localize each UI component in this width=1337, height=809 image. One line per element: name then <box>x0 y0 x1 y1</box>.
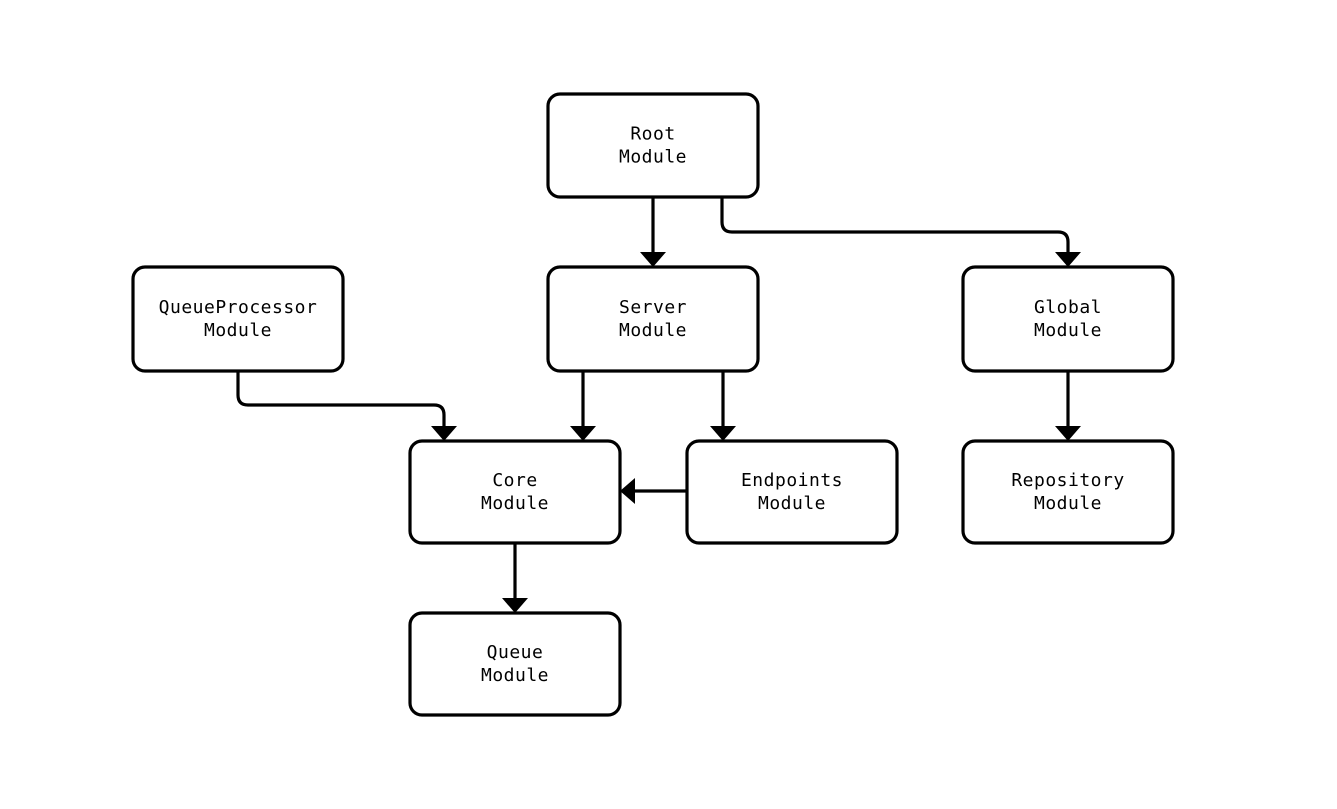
edge-server-to-core <box>570 371 596 441</box>
node-label-secondary: Module <box>619 320 687 341</box>
node-label-secondary: Module <box>758 493 826 514</box>
node-box[interactable] <box>685 439 899 545</box>
node-box[interactable] <box>546 265 760 373</box>
node-label-primary: Repository <box>1011 470 1124 491</box>
edge-arrowhead <box>710 426 736 441</box>
node-label-secondary: Module <box>1034 320 1102 341</box>
edge-queueprocessor-to-core <box>236 371 457 441</box>
edge-arrowhead <box>1055 252 1081 267</box>
edge-arrowhead <box>620 478 635 504</box>
node-label-primary: QueueProcessor <box>159 297 318 318</box>
node-box[interactable] <box>961 265 1175 373</box>
nodes-layer: RootModuleQueueProcessorModuleServerModu… <box>131 92 1175 717</box>
edge-root-to-global <box>720 197 1081 267</box>
node-label-primary: Core <box>492 470 537 491</box>
edge-line <box>236 371 446 429</box>
edge-core-to-queue <box>502 543 528 613</box>
node-label-primary: Endpoints <box>741 470 843 491</box>
edge-global-to-repository <box>1055 371 1081 441</box>
node-label-primary: Server <box>619 297 687 318</box>
node-label-secondary: Module <box>481 665 549 686</box>
node-label-secondary: Module <box>204 320 272 341</box>
edge-arrowhead <box>570 426 596 441</box>
edge-endpoints-to-core <box>620 478 687 504</box>
node-label-secondary: Module <box>1034 493 1102 514</box>
edge-root-to-server <box>640 197 666 267</box>
node-label-secondary: Module <box>481 493 549 514</box>
node-box[interactable] <box>131 265 345 373</box>
node-label-primary: Queue <box>487 642 544 663</box>
node-label-secondary: Module <box>619 147 687 168</box>
edge-arrowhead <box>431 426 457 441</box>
node-box[interactable] <box>546 92 760 199</box>
edge-arrowhead <box>640 252 666 267</box>
node-box[interactable] <box>961 439 1175 545</box>
edges-layer <box>236 197 1081 613</box>
node-box[interactable] <box>408 611 622 717</box>
edge-arrowhead <box>1055 426 1081 441</box>
node-label-primary: Global <box>1034 297 1102 318</box>
edge-server-to-endpoints <box>710 371 736 441</box>
node-box[interactable] <box>408 439 622 545</box>
edge-arrowhead <box>502 598 528 613</box>
node-label-primary: Root <box>630 124 675 145</box>
edge-line <box>720 197 1070 255</box>
